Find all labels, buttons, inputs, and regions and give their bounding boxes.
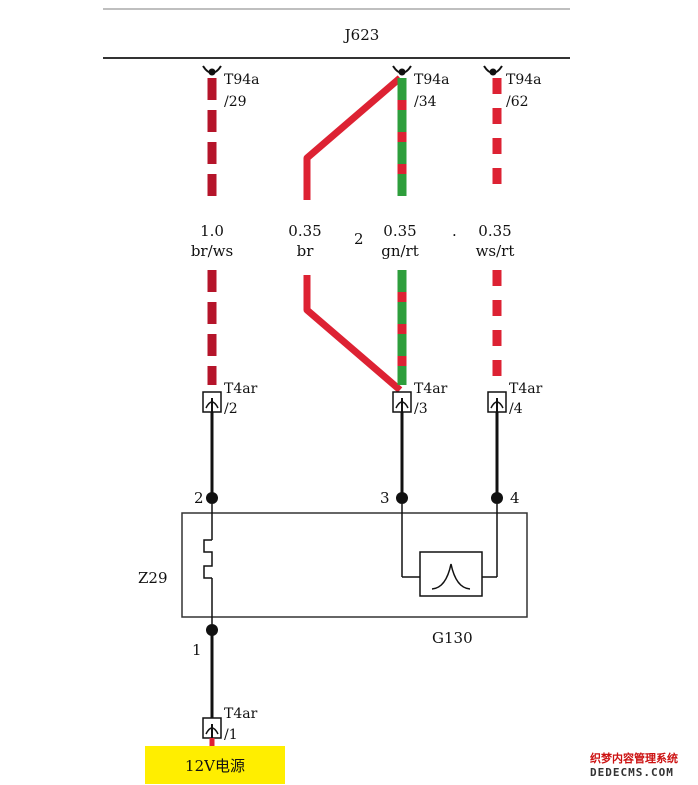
lambda-sensor-symbol xyxy=(419,551,483,597)
pin-3-label: 3 xyxy=(380,489,390,507)
component-box xyxy=(181,504,528,624)
connector-t94a-29-name: T94a xyxy=(224,72,260,88)
bottom-connector-symbols xyxy=(202,391,507,413)
connector-t94a-29-pin: /29 xyxy=(224,94,247,110)
pin-4-label: 4 xyxy=(510,489,520,507)
wire-4-size: 0.35 xyxy=(478,222,511,240)
lambda-icon xyxy=(431,563,471,590)
ecu-j623: J623 xyxy=(103,8,570,59)
top-connector-pins xyxy=(208,68,497,76)
connector-t4ar-4-name: T4ar xyxy=(509,381,543,397)
connector-t4ar-1-pin: /1 xyxy=(224,727,238,743)
connector-t4ar-2-pin: /2 xyxy=(224,401,238,417)
wire-4-color: ws/rt xyxy=(476,242,515,260)
sensor-label: G130 xyxy=(432,629,473,647)
watermark: 织梦内容管理系统 DEDECMS.COM xyxy=(590,751,678,779)
wire-labels: 1.0 br/ws 0.35 br 0.35 gn/rt 0.35 ws/rt … xyxy=(191,222,515,260)
black-wires xyxy=(210,412,499,498)
connector-t4ar-1-name: T4ar xyxy=(224,706,258,722)
stray-dot: · xyxy=(452,226,457,244)
power-connector-symbol xyxy=(202,717,222,748)
connector-t4ar-3-pin: /3 xyxy=(414,401,428,417)
bottom-connector-labels: T4ar /2 T4ar /3 T4ar /4 xyxy=(224,381,543,417)
power-label: 12V电源 xyxy=(185,757,245,775)
watermark-line1: 织梦内容管理系统 xyxy=(590,751,678,765)
connector-t94a-62-name: T94a xyxy=(506,72,542,88)
top-connector-labels: T94a /29 T94a /34 T94a /62 xyxy=(224,72,542,110)
connector-t94a-34-name: T94a xyxy=(414,72,450,88)
ecu-label: J623 xyxy=(343,26,380,44)
connector-t94a-62-pin: /62 xyxy=(506,94,529,110)
power-supply-box: 12V电源 xyxy=(145,746,285,784)
wire-2-color: br xyxy=(297,242,315,260)
pin-2-label: 2 xyxy=(194,489,204,507)
wire-1-color: br/ws xyxy=(191,242,233,260)
connector-t4ar-2-name: T4ar xyxy=(224,381,258,397)
heater-element-symbol xyxy=(203,539,213,579)
connector-t4ar-4-pin: /4 xyxy=(509,401,523,417)
heater-label: Z29 xyxy=(138,569,168,587)
wire-1-size: 1.0 xyxy=(200,222,224,240)
watermark-line2: DEDECMS.COM xyxy=(590,766,674,779)
component-pin-labels: 2 3 4 1 xyxy=(192,489,520,659)
wire-2-size: 0.35 xyxy=(288,222,321,240)
pin-1-label: 1 xyxy=(192,641,202,659)
wire-3-size: 0.35 xyxy=(383,222,416,240)
connector-t94a-34-pin: /34 xyxy=(414,94,437,110)
wire-3-color: gn/rt xyxy=(381,242,419,260)
note-marker: 2 xyxy=(354,230,364,248)
wire-br xyxy=(303,75,403,393)
connector-t4ar-3-name: T4ar xyxy=(414,381,448,397)
